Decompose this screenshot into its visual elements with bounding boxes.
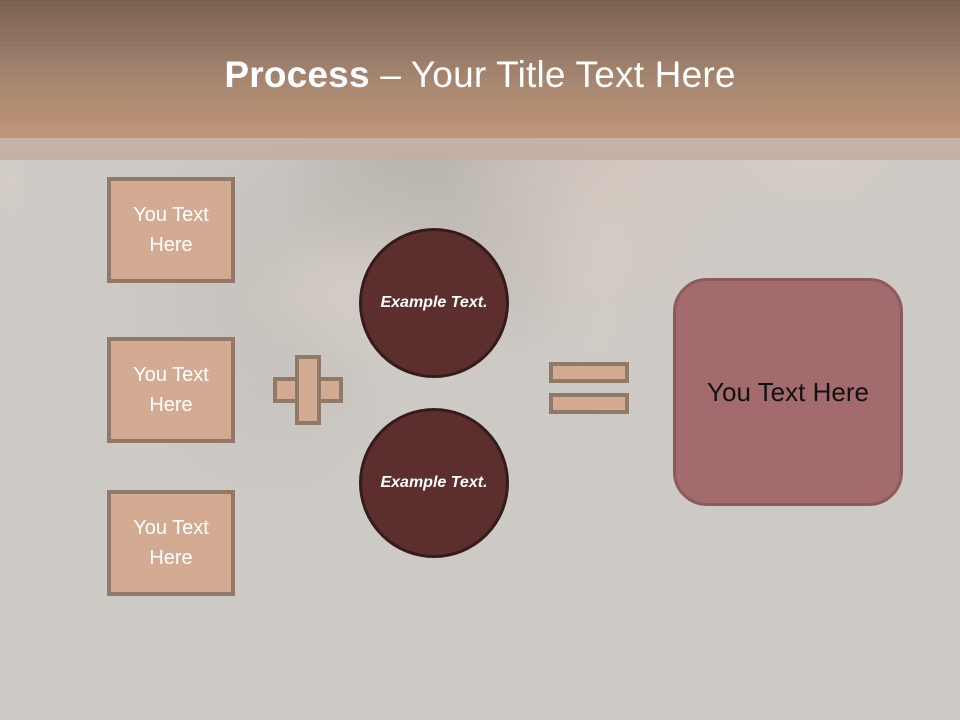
slide-title-bold: Process (224, 54, 370, 95)
plus-icon-center-fill (299, 381, 317, 399)
input-box-2-label: You Text Here (133, 364, 209, 416)
slide-title-regular: – Your Title Text Here (369, 54, 736, 95)
slide-title: Process – Your Title Text Here (0, 52, 960, 98)
equals-icon (549, 362, 629, 414)
example-circle-2-label: Example Text. (380, 474, 488, 491)
slide-header-strip (0, 138, 960, 160)
plus-icon (273, 355, 343, 425)
input-box-1[interactable]: You Text Here (107, 177, 235, 283)
slide-header-band (0, 0, 960, 138)
input-box-3-label: You Text Here (133, 517, 209, 569)
example-circle-2[interactable]: Example Text. (359, 408, 509, 558)
input-box-1-label: You Text Here (133, 204, 209, 256)
example-circle-1-label: Example Text. (380, 294, 488, 311)
result-box-label: You Text Here (707, 377, 869, 407)
input-box-2[interactable]: You Text Here (107, 337, 235, 443)
equals-icon-bottom-bar (549, 393, 629, 414)
equals-icon-top-bar (549, 362, 629, 383)
input-box-3[interactable]: You Text Here (107, 490, 235, 596)
example-circle-1[interactable]: Example Text. (359, 228, 509, 378)
result-box[interactable]: You Text Here (673, 278, 903, 506)
